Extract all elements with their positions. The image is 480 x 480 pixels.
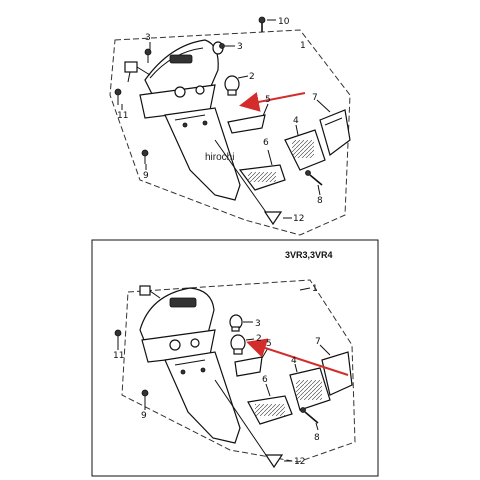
bottom-red-arrow — [246, 338, 349, 376]
bottom-wiring-connector — [139, 285, 161, 299]
top-callout-10: 10 — [278, 17, 290, 27]
top-callout-11: 11 — [117, 111, 128, 121]
bottom-screw-8 — [300, 407, 319, 424]
bottom-diagram: 3VR3,3VR4 — [91, 239, 379, 477]
top-callout-5: 5 — [265, 95, 271, 105]
top-callout-3b: 3 — [237, 42, 243, 52]
bottom-frame — [91, 239, 379, 477]
bottom-bulb-2 — [230, 334, 246, 355]
model-label: 3VR3,3VR4 — [285, 250, 333, 260]
top-red-arrow — [239, 92, 306, 112]
bottom-callout-12: 12 — [294, 457, 305, 467]
bottom-part-5-lens — [234, 356, 263, 377]
bottom-callout-9: 9 — [141, 411, 147, 421]
top-part-4-turn-signal — [284, 129, 326, 171]
bottom-callout-5: 5 — [266, 339, 272, 349]
bottom-taillight-housing — [139, 287, 241, 444]
top-callout-1: 1 — [300, 41, 306, 51]
top-warning-triangle — [263, 211, 292, 226]
bottom-callout-11: 11 — [113, 351, 124, 361]
bottom-screw-11 — [114, 329, 122, 346]
top-taillight-housing — [139, 39, 241, 201]
top-callout-6: 6 — [263, 138, 269, 148]
bottom-assembly-outline — [121, 279, 356, 463]
bottom-callout-4: 4 — [291, 356, 297, 366]
bottom-callout-1: 1 — [312, 284, 318, 294]
bottom-callout-6: 6 — [262, 375, 268, 385]
bottom-part-4-turn-signal — [289, 367, 331, 411]
top-callout-3a: 3 — [145, 33, 151, 43]
top-screw-11 — [114, 88, 122, 105]
top-callout-9: 9 — [143, 171, 149, 181]
top-callout-12: 12 — [293, 214, 304, 224]
top-screw-9 — [141, 149, 149, 164]
bottom-bulb-3 — [229, 314, 243, 332]
bottom-callout-3: 3 — [255, 319, 261, 329]
top-screw-10 — [258, 16, 266, 32]
top-bulb — [224, 75, 240, 96]
top-wiring-connector — [124, 61, 151, 83]
top-assembly-outline — [109, 29, 351, 236]
top-screw-3a — [144, 48, 152, 63]
bottom-screw-9 — [141, 389, 149, 405]
top-screw-8 — [305, 170, 323, 186]
bottom-callout-7: 7 — [315, 337, 321, 347]
watermark-text: hirochi — [205, 152, 234, 163]
top-callout-7: 7 — [312, 93, 318, 103]
bottom-warning-triangle — [264, 454, 292, 469]
top-callout-4: 4 — [293, 116, 299, 126]
bottom-callout-2: 2 — [256, 334, 262, 344]
top-callout-8: 8 — [317, 196, 323, 206]
top-callout-2: 2 — [249, 72, 255, 82]
top-part-7-lens — [319, 109, 351, 157]
bottom-callout-8: 8 — [314, 433, 320, 443]
top-diagram: 10 3 3 1 2 5 7 4 11 6 9 8 12 hirochi — [109, 16, 351, 236]
top-screw-3b — [219, 43, 225, 49]
bottom-part-7-lens — [321, 351, 353, 396]
top-part-5-lens — [227, 114, 266, 134]
